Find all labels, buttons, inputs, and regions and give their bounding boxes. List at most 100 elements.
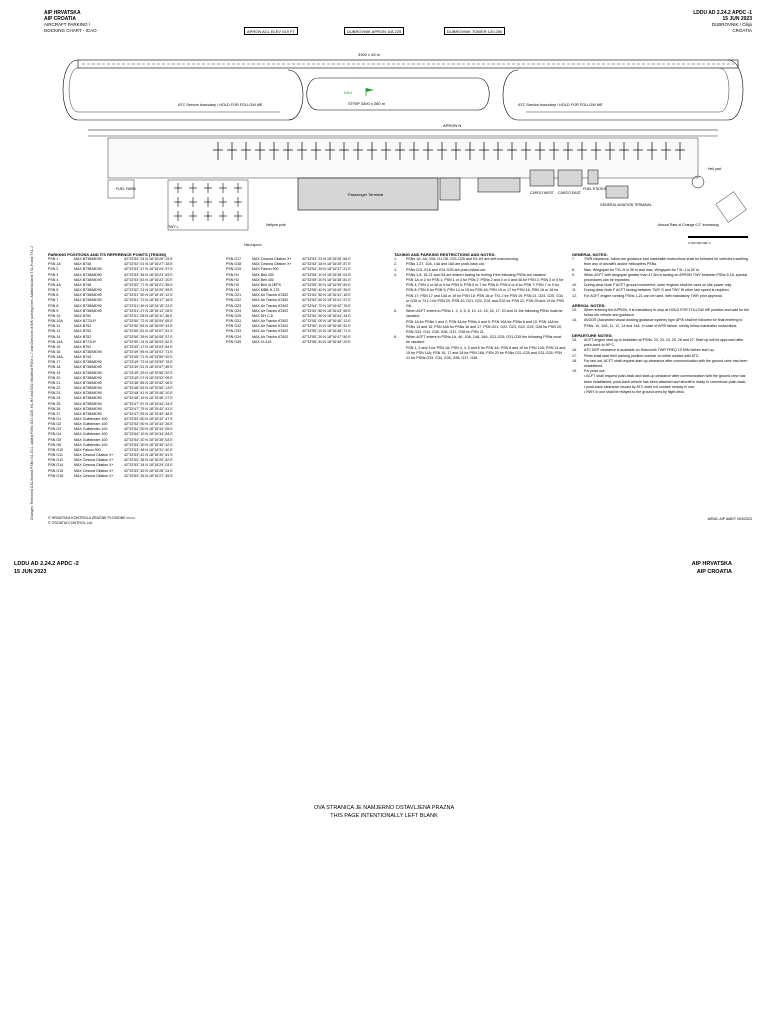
note-number: 11.	[572, 288, 577, 293]
footer-left: © HRVATSKA KONTROLA ZRAČNE PLOVIDBE d.o.…	[48, 516, 136, 526]
coordinates: 42°33'47",53 N 18°15'40",48 E	[124, 411, 173, 416]
note-item: 8.Max. Wingspan for TXL-H is 36 m and ma…	[572, 268, 752, 273]
coordinates: 42°33'54",80 N 18°16'43",55 E	[302, 308, 351, 313]
aircraft-stand-icon	[219, 183, 227, 193]
header-left-line2: AIP CROATIA	[44, 16, 77, 22]
position-id: PSN G35	[226, 339, 242, 344]
aircraft-type: MAX Cessna Citation X+	[74, 463, 114, 468]
position-id: PSN G2	[48, 422, 62, 427]
note-text: When ACFT enters to PSNs 1, 2, 4, 5, 8, …	[406, 309, 563, 319]
coordinates: 42°33'47",97 N 18°15'44",34 E	[124, 401, 173, 406]
passenger-terminal-label: Passenger Terminal	[348, 192, 383, 197]
aircraft-stand-icon	[521, 142, 531, 160]
note-number: 5.	[394, 309, 397, 314]
aircraft-stand-icon	[204, 197, 212, 207]
note-text: PSN 1, 2 and 3 for PSN 1A; PSN 4, 4, 5 a…	[406, 345, 566, 361]
position-id: PSN 10	[48, 313, 61, 318]
coordinates: 42°33'48",63 N 18°15'50",13 E	[124, 386, 173, 391]
aircraft-type: MAX Air Tractor AT402	[252, 324, 289, 329]
position-id: PSN G12	[48, 458, 64, 463]
coordinates: 42°33'53",34 N 18°16'29",03 E	[124, 463, 173, 468]
coordinates: 42°33'53",30 N 18°16'28",24 E	[124, 468, 173, 473]
coordinates: 42°33'53",80 N 18°16'32",47 E	[124, 417, 173, 421]
aircraft-type: MAX B752	[74, 344, 92, 349]
aircraft-stand-icon	[479, 142, 489, 160]
aircraft-type: MAX B738/MD90	[74, 303, 102, 308]
note-item: 12.For ACFT engine running PSNs 1-21 can…	[572, 294, 752, 299]
aircraft-type: MAX Cessna Citation X+	[252, 257, 292, 262]
note-number: 6.	[394, 335, 397, 340]
aircraft-stand-icon	[325, 142, 335, 160]
departure-notes-title: DEPARTURE NOTES:	[572, 332, 613, 338]
aircraft-stand-icon	[395, 142, 405, 160]
aircraft-type: MAX B738/MD90	[74, 349, 102, 354]
aircraft-stand-icon	[647, 142, 657, 160]
runway-strip-label: STRIP 3300 x 280 m	[348, 101, 386, 106]
aircraft-stand-icon	[174, 197, 182, 207]
aircraft-stand-icon	[204, 183, 212, 193]
coordinates: 42°33'55",20 N 18°16'46",71 E	[302, 329, 351, 334]
note-item: 1.PSNs 1A, 4A, 10A, G1-G6, G21-G25 and H…	[394, 257, 566, 262]
heliport-label: Heliport pole	[266, 223, 286, 227]
note-text: PSNs 1-27, 10A, 14A and 16A are push-bac…	[406, 262, 485, 267]
coordinates: 42°33'51",90 N 18°16'19",12 E	[124, 293, 173, 298]
aircraft-stand-icon	[591, 142, 601, 160]
position-id: PSN 7	[48, 298, 59, 303]
aircraft-stand-icon	[619, 142, 629, 160]
coordinates: 42°33'54",39 N 18°16'37",21 E	[302, 267, 351, 272]
coordinates: 42°33'50",14 N 18°16'03",82 E	[124, 339, 173, 344]
coordinates: 42°33'54",10 N 18°16'34",84 E	[124, 432, 173, 437]
coordinates: 42°33'49",73 N 18°15'59",78 E	[124, 360, 173, 365]
position-id: PSN G24	[226, 308, 242, 313]
note-number	[394, 320, 406, 336]
coordinates: 42°33'54",90 N 18°16'44",34 E	[302, 313, 351, 318]
fuel-station-building	[587, 169, 599, 185]
apron-area	[107, 137, 699, 179]
position-id: PSN G17	[226, 257, 242, 262]
aircraft-type: MAX Gulfstream 100	[74, 432, 108, 437]
aircraft-type: MAX B748	[74, 282, 92, 287]
coordinates: 42°33'55",10 N 18°16'45",92 E	[302, 324, 351, 329]
coordinates: 42°33'53",38 N 18°16'29",82 E	[124, 458, 173, 463]
note-text: TWR clearance, follow-me guidance and ma…	[584, 257, 748, 267]
cargo-east-label: CARGO EAST	[558, 191, 582, 195]
note-item: 11.During clear Note F ACFT taxiing betw…	[572, 288, 752, 293]
coordinates: 42°33'48",41 N 18°15'48",20 E	[124, 391, 173, 396]
position-id: PSN 5	[48, 288, 59, 293]
position-id: PSN G31	[226, 319, 242, 324]
header-left: AIP HRVATSKA AIP CROATIA AIRCRAFT PARKIN…	[44, 10, 97, 34]
position-id: PSN G6	[48, 442, 62, 447]
aircraft-type: MAX B738/MD90	[74, 277, 102, 282]
position-id: PSN G11	[48, 453, 63, 458]
aircraft-stand-icon	[174, 183, 182, 193]
position-id: PSN 10A	[48, 319, 63, 324]
freq-box-elev: APRON ACL ELEV 519 FT	[244, 27, 298, 35]
aircraft-type: MAX B752	[74, 329, 92, 334]
note-item: 4.PSNs 1-8, 15-21 and G8 are shared-taxi…	[394, 273, 566, 278]
note-number: 2.	[394, 262, 397, 267]
page2-header-right-line2: AIP CROATIA	[696, 569, 732, 575]
footer-copyright-en: © CROATIA CONTROL Ltd.	[48, 521, 93, 525]
position-id: PSN H1	[226, 272, 239, 277]
aircraft-type: MAX Air Tractor AT402	[252, 298, 289, 303]
general-notes-title: GENERAL NOTES:	[572, 252, 608, 257]
aircraft-type: MAX DH C-8	[252, 313, 273, 318]
note-item: PSN 1A or 2 for PSN 1; PSN 1 or 3 for PS…	[394, 278, 566, 309]
note-text: When ACFT with wingspan greater than 47,…	[584, 272, 747, 283]
aircraft-type: MAX Cessna Citation X+	[74, 458, 114, 463]
passenger-terminal	[297, 177, 439, 211]
note-item: 2. PSNs 1-27, 10A, 14A and 16A are push-b…	[394, 262, 566, 267]
